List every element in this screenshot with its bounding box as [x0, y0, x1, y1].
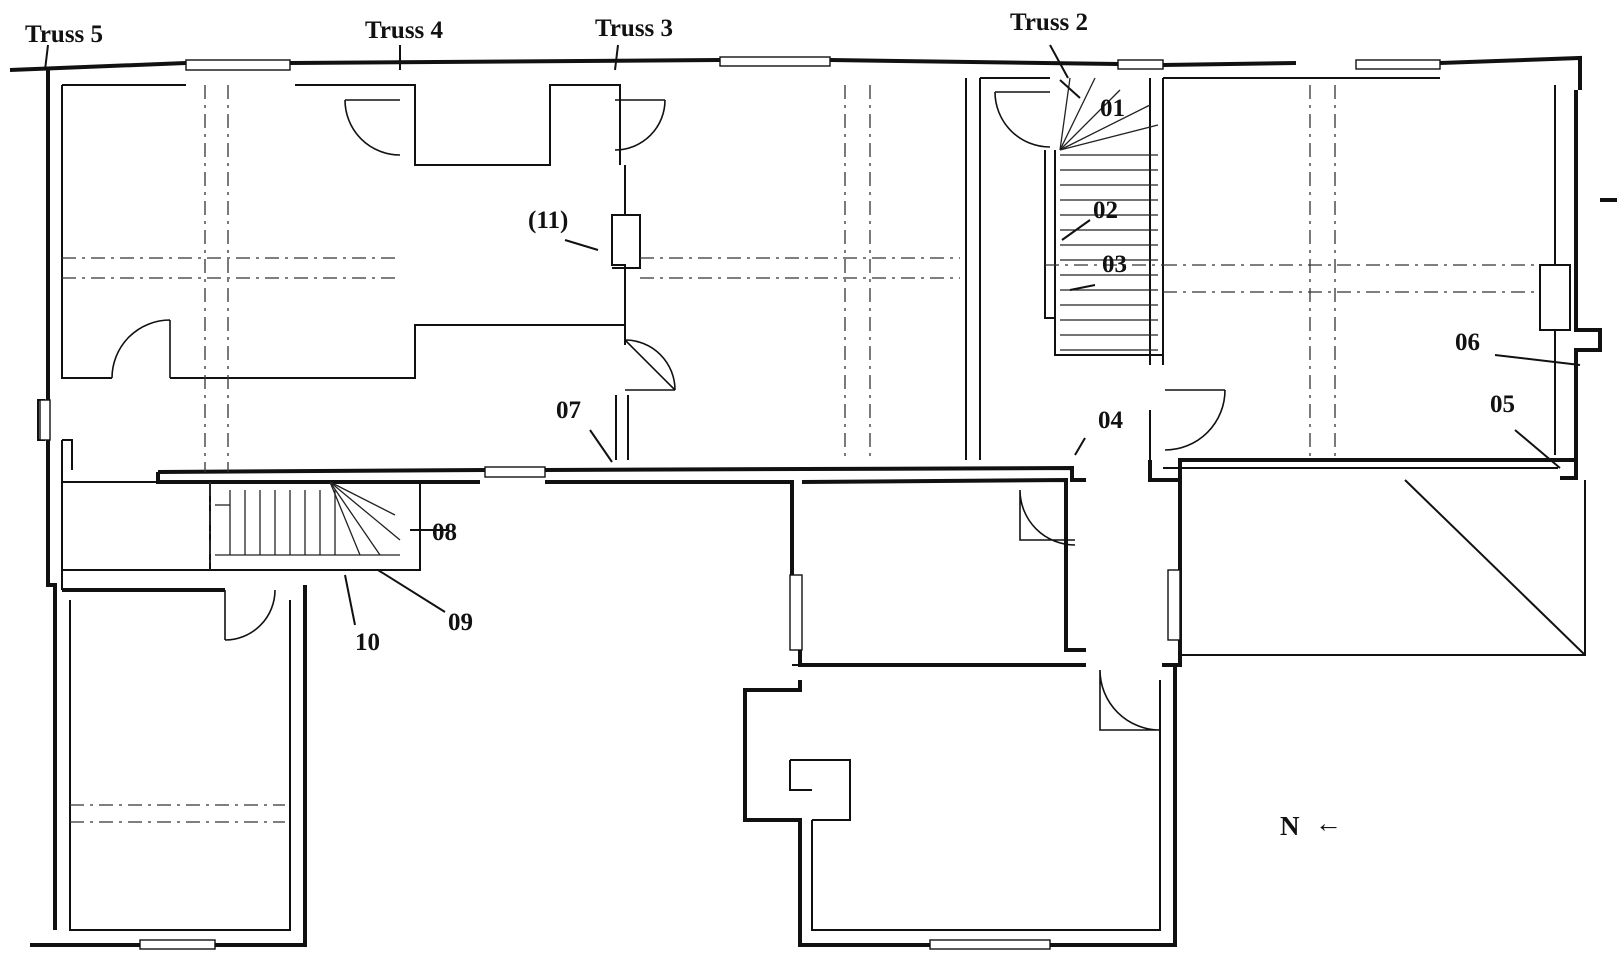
label-09: 09: [448, 609, 473, 636]
label-08: 08: [432, 519, 457, 546]
label-02: 02: [1093, 197, 1118, 224]
north-arrow-icon: ←: [1315, 808, 1342, 838]
label-07: 07: [556, 397, 581, 424]
label-10: 10: [355, 629, 380, 656]
stair-south: [215, 481, 401, 556]
label-01: 01: [1100, 95, 1125, 122]
label-05: 05: [1490, 391, 1515, 418]
beam-lines: [62, 85, 1540, 823]
label-03: 03: [1102, 251, 1127, 278]
label-06: 06: [1455, 329, 1480, 356]
label-leaders: [44, 44, 1581, 626]
doors: [111, 91, 1226, 731]
label-11: (11): [528, 207, 568, 234]
label-truss-5: Truss 5: [25, 21, 103, 48]
label-04: 04: [1098, 407, 1124, 434]
label-truss-4: Truss 4: [365, 17, 444, 44]
windows: [39, 56, 1441, 950]
walls: [9, 55, 1617, 947]
north-letter: N: [1280, 811, 1300, 841]
labels: Truss 5 Truss 4 Truss 3 Truss 2 01 02 03…: [25, 9, 1515, 841]
label-truss-2: Truss 2: [1010, 9, 1088, 36]
label-truss-3: Truss 3: [595, 15, 673, 42]
